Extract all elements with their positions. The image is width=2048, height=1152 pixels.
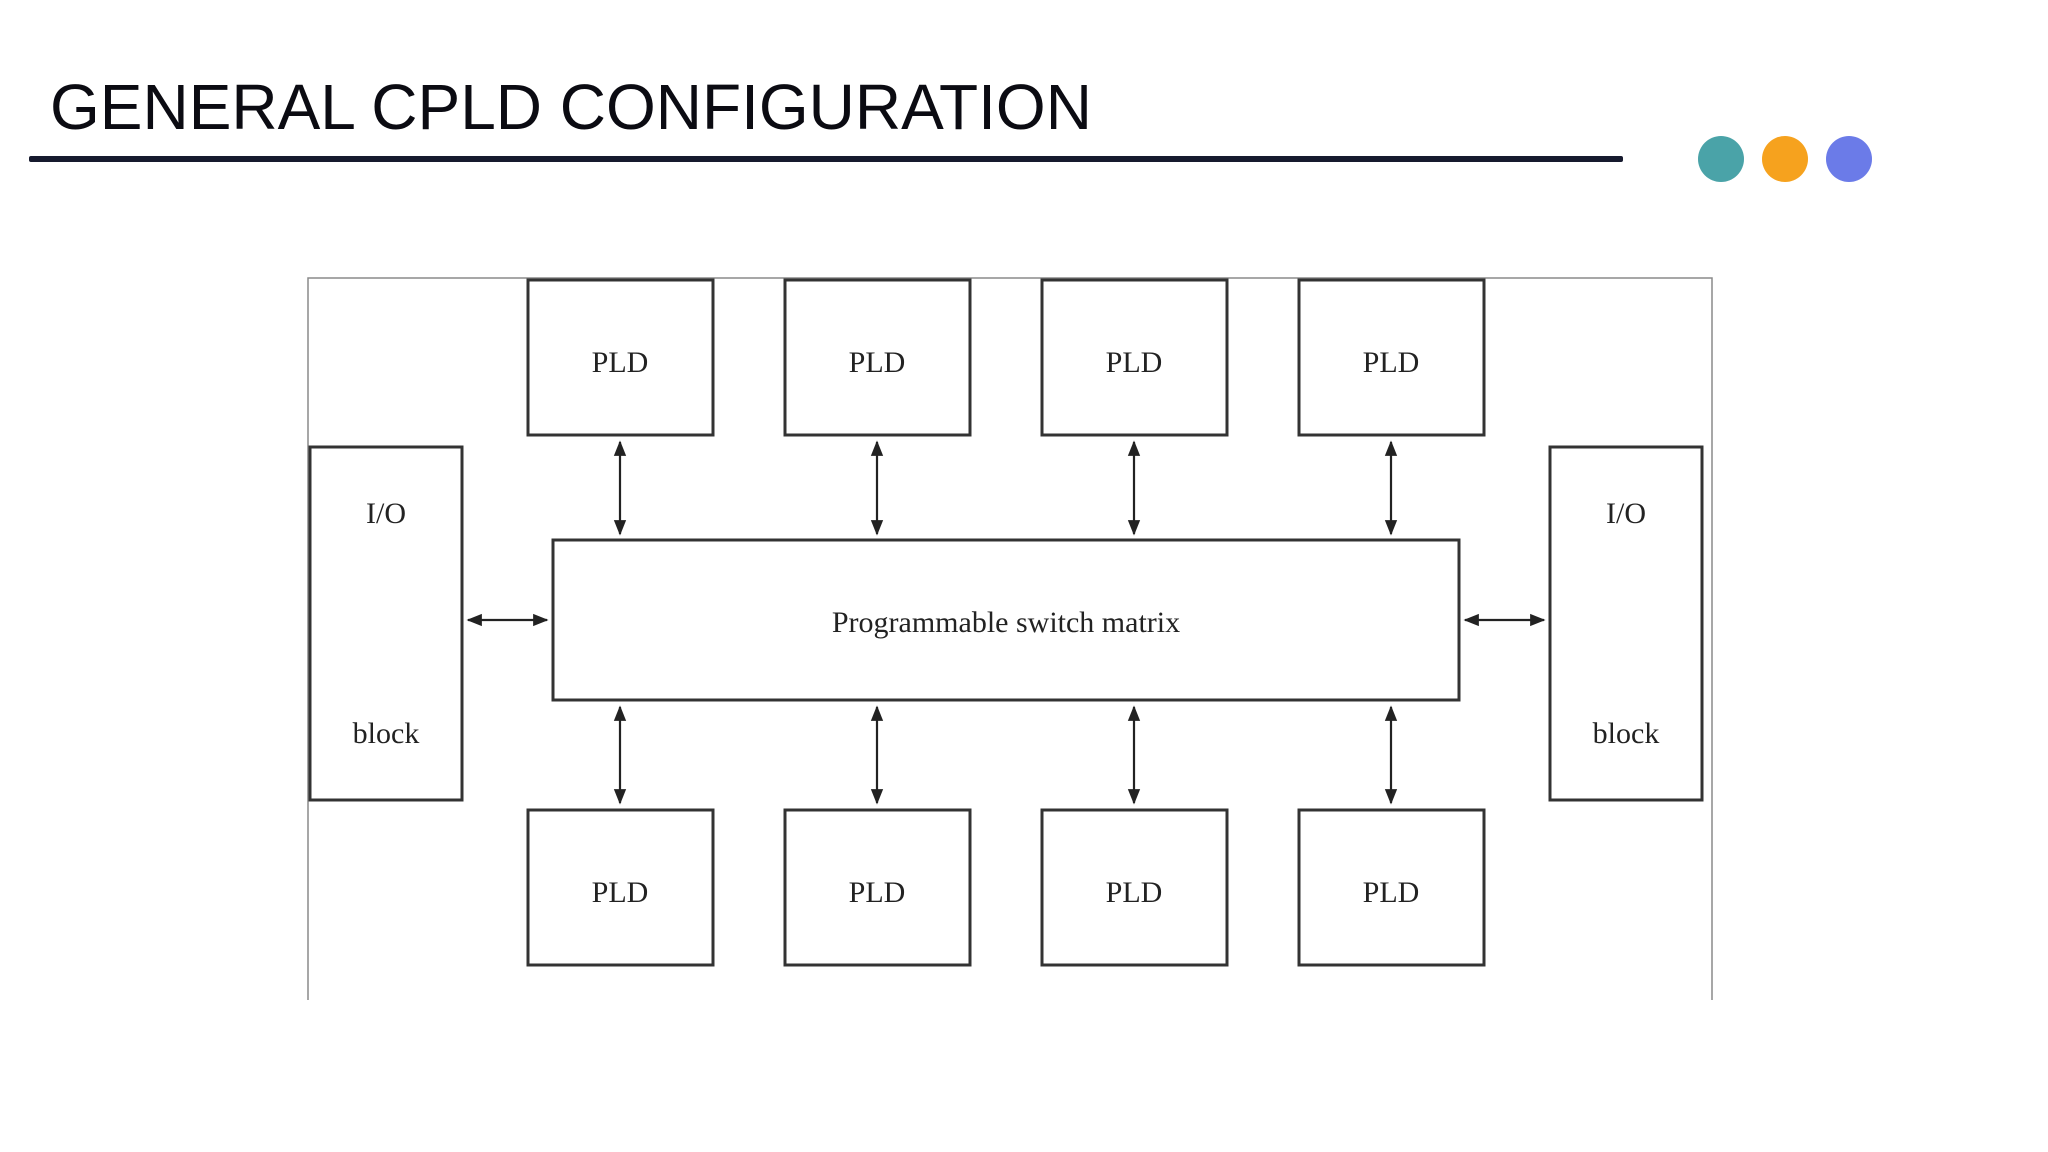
pld-label-top-4: PLD bbox=[1363, 346, 1420, 379]
top-arrows bbox=[613, 440, 1398, 536]
pld-label-top-1: PLD bbox=[592, 346, 649, 379]
left-io-block: I/O block bbox=[308, 445, 464, 802]
pld-label-top-2: PLD bbox=[849, 346, 906, 379]
pld-block-top-2 bbox=[783, 278, 972, 437]
pld-block-bottom-4 bbox=[1297, 808, 1486, 967]
blue-dot bbox=[1826, 136, 1872, 182]
top-pld-row: PLD PLD PLD PLD bbox=[526, 278, 1486, 437]
io-right-line1: I/O bbox=[1606, 497, 1646, 530]
slide-title: GENERAL CPLD CONFIGURATION bbox=[50, 71, 1092, 143]
pld-block-bottom-1 bbox=[526, 808, 715, 967]
right-io-block: I/O block bbox=[1548, 445, 1704, 802]
diagram-frame bbox=[307, 277, 1713, 1000]
pld-block-top-4 bbox=[1297, 278, 1486, 437]
orange-dot bbox=[1762, 136, 1808, 182]
pld-label-bottom-4: PLD bbox=[1363, 876, 1420, 909]
bottom-arrows bbox=[613, 705, 1398, 805]
io-block-right bbox=[1548, 445, 1704, 802]
cpld-diagram-svg: PLD PLD PLD PLD PLD PLD PLD PLD bbox=[307, 277, 1713, 1000]
pld-label-bottom-3: PLD bbox=[1106, 876, 1163, 909]
switch-matrix-box bbox=[551, 538, 1461, 702]
pld-block-top-3 bbox=[1040, 278, 1229, 437]
pld-block-top-1 bbox=[526, 278, 715, 437]
io-left-line1: I/O bbox=[366, 497, 406, 530]
io-block-left bbox=[308, 445, 464, 802]
io-right-line2: block bbox=[1593, 717, 1660, 750]
bottom-pld-row: PLD PLD PLD PLD bbox=[526, 808, 1486, 967]
teal-dot bbox=[1698, 136, 1744, 182]
pld-label-top-3: PLD bbox=[1106, 346, 1163, 379]
pld-label-bottom-2: PLD bbox=[849, 876, 906, 909]
pld-block-bottom-3 bbox=[1040, 808, 1229, 967]
switch-matrix-label: Programmable switch matrix bbox=[832, 606, 1180, 639]
pld-label-bottom-1: PLD bbox=[592, 876, 649, 909]
pld-block-bottom-2 bbox=[783, 808, 972, 967]
title-underline bbox=[29, 156, 1623, 162]
switch-matrix: Programmable switch matrix bbox=[551, 538, 1461, 702]
cpld-diagram: PLD PLD PLD PLD PLD PLD PLD PLD bbox=[300, 270, 1720, 1010]
io-left-line2: block bbox=[353, 717, 420, 750]
